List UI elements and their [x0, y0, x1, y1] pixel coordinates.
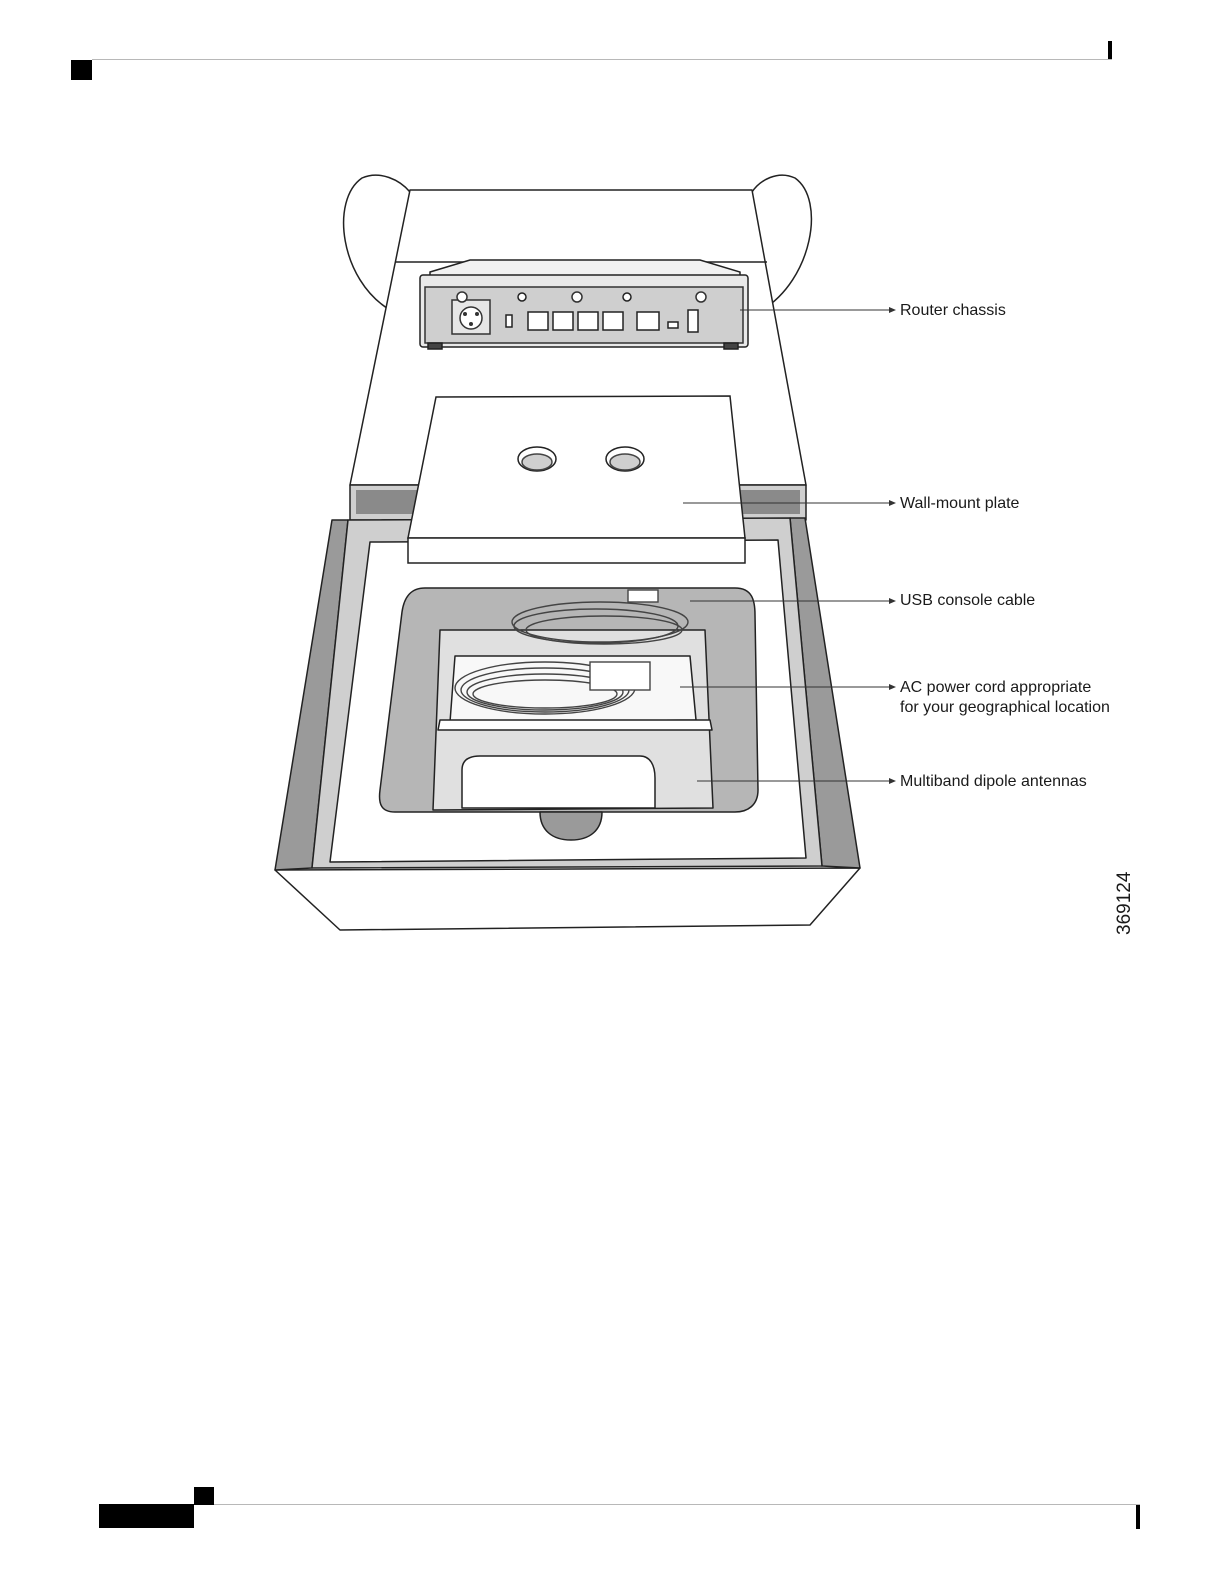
- callout-wall-mount-plate: Wall-mount plate: [900, 494, 1019, 514]
- footer-right-marker: [1136, 1505, 1140, 1529]
- router-chassis: [420, 260, 748, 349]
- callout-usb-console-cable: USB console cable: [900, 591, 1035, 611]
- antenna-pouch: [462, 756, 655, 808]
- footer-page-tab: [99, 1504, 194, 1528]
- package-contents-illustration: [0, 0, 1224, 1000]
- callout-antennas: Multiband dipole antennas: [900, 772, 1087, 792]
- wall-mount-plate-shape: [408, 396, 745, 563]
- callout-ac-power-cord-line1: AC power cord appropriate: [900, 678, 1110, 698]
- callout-router-chassis: Router chassis: [900, 301, 1006, 321]
- footer-rule: [194, 1504, 1140, 1505]
- figure-number: 369124: [1115, 885, 1135, 935]
- callout-ac-power-cord: AC power cord appropriate for your geogr…: [900, 678, 1110, 718]
- callout-ac-power-cord-line2: for your geographical location: [900, 698, 1110, 718]
- footer-small-marker: [194, 1487, 214, 1505]
- box-front: [275, 868, 860, 930]
